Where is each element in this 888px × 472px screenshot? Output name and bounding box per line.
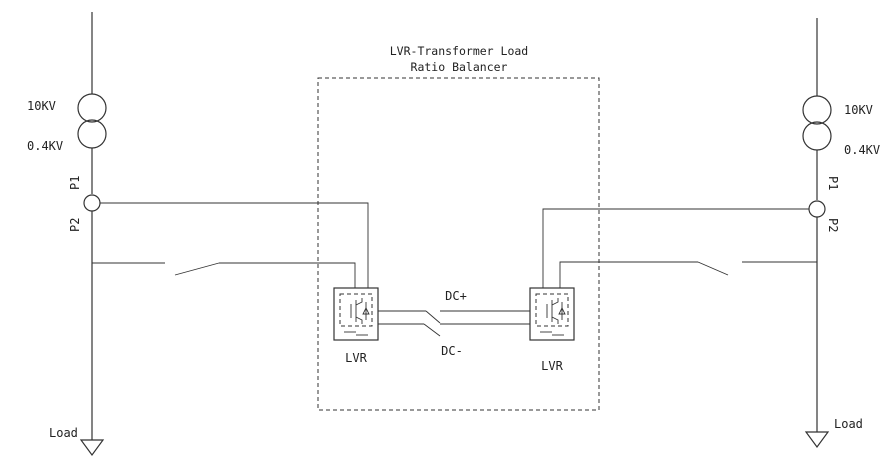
left-lvr-converter: LVR bbox=[333, 287, 379, 365]
enclosure-title-line2: Ratio Balancer bbox=[411, 60, 508, 74]
dc-link: DC+ DC- bbox=[378, 289, 530, 358]
right-lvr-diode-symbol bbox=[558, 306, 566, 315]
left-lvr-outer-box bbox=[333, 287, 379, 341]
dc-plus-label: DC+ bbox=[445, 289, 467, 303]
left-ac-switch-blade bbox=[174, 262, 220, 276]
left-lvr-label: LVR bbox=[345, 351, 367, 365]
left-transformer-lv-winding bbox=[77, 119, 107, 149]
dc-minus-switch bbox=[423, 323, 441, 337]
left-load-label: Load bbox=[49, 426, 78, 440]
right-lvr-inner-box bbox=[535, 293, 569, 327]
left-ct-signal-wire bbox=[100, 202, 369, 288]
right-ac-branch-a bbox=[559, 261, 698, 288]
left-p1-label: P1 bbox=[68, 176, 82, 190]
left-lvr-igbt-emitter bbox=[355, 316, 363, 324]
right-transformer-hv-winding bbox=[802, 95, 832, 125]
left-feeder: 10KV 0.4KV P1 P2 Load bbox=[27, 12, 369, 457]
right-load-label: Load bbox=[834, 417, 863, 431]
left-load-arrow bbox=[79, 439, 105, 457]
left-lvr-igbt-collector bbox=[355, 298, 363, 306]
left-transformer-hv-winding bbox=[77, 93, 107, 123]
left-lv-label: 0.4KV bbox=[27, 139, 63, 153]
dc-plus-switch bbox=[425, 310, 441, 324]
right-p2-label: P2 bbox=[826, 218, 840, 232]
left-lvr-diode-symbol bbox=[362, 306, 370, 315]
right-ct-signal-wire bbox=[542, 208, 809, 288]
left-lvr-inner-box bbox=[339, 293, 373, 327]
right-lvr-igbt-collector bbox=[551, 298, 559, 306]
right-current-transformer bbox=[808, 200, 826, 218]
dc-minus-label: DC- bbox=[441, 344, 463, 358]
right-transformer-lv-winding bbox=[802, 121, 832, 151]
right-p1-label: P1 bbox=[826, 176, 840, 190]
right-load-arrow bbox=[804, 431, 830, 449]
right-lvr-igbt-emitter bbox=[551, 316, 559, 324]
right-feeder: 10KV 0.4KV P1 P2 Load bbox=[542, 18, 880, 449]
enclosure-title-line1: LVR-Transformer Load bbox=[390, 44, 528, 58]
right-lvr-label: LVR bbox=[541, 359, 563, 373]
left-ac-branch-b bbox=[219, 262, 356, 288]
right-lv-label: 0.4KV bbox=[844, 143, 880, 157]
right-lvr-outer-box bbox=[529, 287, 575, 341]
left-current-transformer bbox=[83, 194, 101, 212]
right-ac-switch-blade bbox=[697, 261, 729, 276]
right-hv-label: 10KV bbox=[844, 103, 873, 117]
balancer-enclosure bbox=[317, 77, 600, 411]
left-hv-label: 10KV bbox=[27, 99, 56, 113]
right-lvr-converter: LVR bbox=[529, 287, 575, 373]
left-p2-label: P2 bbox=[68, 218, 82, 232]
